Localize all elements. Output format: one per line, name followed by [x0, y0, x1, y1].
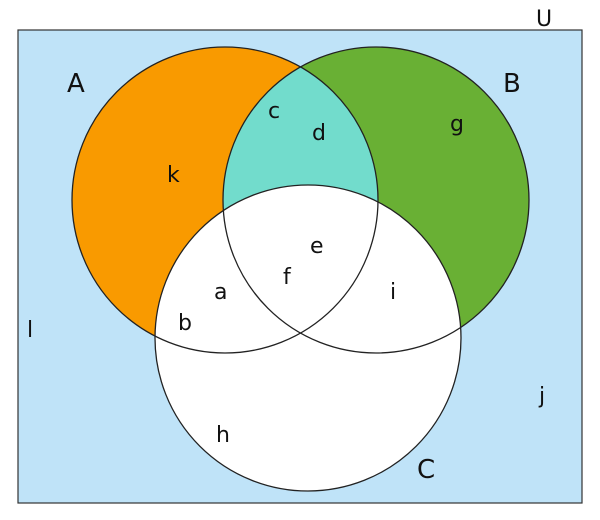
- region-e-label: e: [310, 234, 324, 259]
- region-h-label: h: [216, 423, 230, 448]
- universe-label: U: [536, 7, 552, 32]
- region-b-label: b: [178, 311, 192, 336]
- region-g-label: g: [450, 112, 464, 137]
- region-j-label: j: [538, 384, 545, 409]
- region-k-label: k: [167, 163, 180, 188]
- set-a-label: A: [67, 69, 85, 99]
- region-c-label: c: [268, 99, 280, 124]
- set-c-outline: [154, 184, 462, 492]
- region-a-label: a: [214, 280, 227, 305]
- region-d-label: d: [312, 121, 326, 146]
- set-b-label: B: [503, 69, 521, 99]
- region-l-label: l: [27, 318, 33, 343]
- set-b-outline: [222, 46, 530, 354]
- region-f-label: f: [283, 265, 292, 290]
- region-i-label: i: [390, 280, 396, 305]
- set-c-label: C: [417, 455, 435, 485]
- set-c-circle: [155, 185, 461, 491]
- set-a-outline: [71, 46, 379, 354]
